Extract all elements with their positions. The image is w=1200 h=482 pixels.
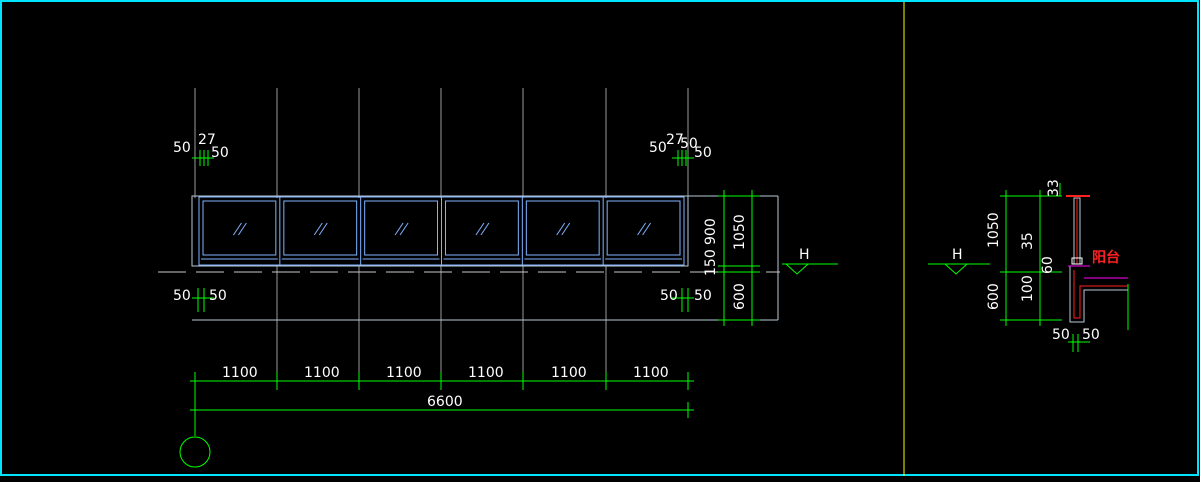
bay-dim-1: 1100 [222,365,258,381]
balcony-label: 阳台 [1092,249,1120,266]
window-pane [364,200,438,256]
section-bottom-dim-2: 50 [1082,327,1100,343]
bottom-dim-left-1: 50 [173,288,191,304]
bottom-dim-right-1: 50 [660,288,678,304]
glass-hatch [233,222,242,236]
bay-dim-line [190,372,694,436]
glass-hatch [561,222,571,236]
right-dim-lines [718,190,760,326]
glass-hatch [238,222,247,236]
section-dim-33: 33 [1046,179,1062,197]
right-dim-600: 600 [732,283,748,310]
section-dim-60: 60 [1040,256,1056,274]
top-dim-left-2: 27 [198,132,216,148]
window-elevation: 50 27 50 50 27 50 50 50 50 50 50 1100 11… [158,88,838,468]
section-level-label: H [952,247,963,263]
right-dim-1050: 1050 [732,214,748,250]
top-dim-right-2: 27 [666,132,684,148]
section-dim-100: 100 [1020,275,1036,302]
window-pane [525,200,600,256]
balcony-section: H 1050 600 33 35 60 100 50 50 阳台 [928,179,1129,352]
window-pane [606,200,681,256]
top-dim-left-3: 50 [211,145,229,161]
top-dim-right-3: 50 [680,136,698,152]
right-dim-900: 900 [703,218,719,245]
top-dim-marks [192,150,694,312]
glass-hatch [313,222,323,236]
glass-hatch [318,222,328,236]
bay-dim-6: 1100 [633,365,669,381]
window-pane [283,200,358,256]
window-pane [445,200,519,256]
section-bottom-dim-1: 50 [1052,327,1070,343]
bay-dim-5: 1100 [551,365,587,381]
top-dim-left-1: 50 [173,140,191,156]
section-profile [1066,195,1128,323]
section-dim-1050: 1050 [986,212,1002,248]
glass-hatch [642,222,651,236]
glass-hatch [480,222,490,236]
total-dim: 6600 [427,394,463,410]
window-pane [202,200,277,256]
section-dim-35: 35 [1020,232,1036,250]
right-dim-150: 150 [703,249,719,276]
section-dim-lines [928,183,1129,352]
glass-hatch [394,222,404,236]
window-panes [198,196,685,266]
bay-dim-4: 1100 [468,365,504,381]
top-dim-right-4: 50 [694,145,712,161]
level-mark-symbol [782,263,838,275]
glass-hatch [399,222,409,236]
bottom-dim-left-2: 50 [209,288,227,304]
bay-dim-3: 1100 [386,365,422,381]
glass-hatch [556,222,566,236]
axis-bubble [179,436,211,468]
bay-dim-2: 1100 [304,365,340,381]
grid-axis-lines [194,88,689,380]
section-dim-600: 600 [986,283,1002,310]
glass-hatch [637,222,646,236]
level-mark-label: H [799,247,810,263]
bottom-dim-right-2: 50 [694,288,712,304]
glass-hatch [475,222,485,236]
top-dim-right-1: 50 [649,140,667,156]
